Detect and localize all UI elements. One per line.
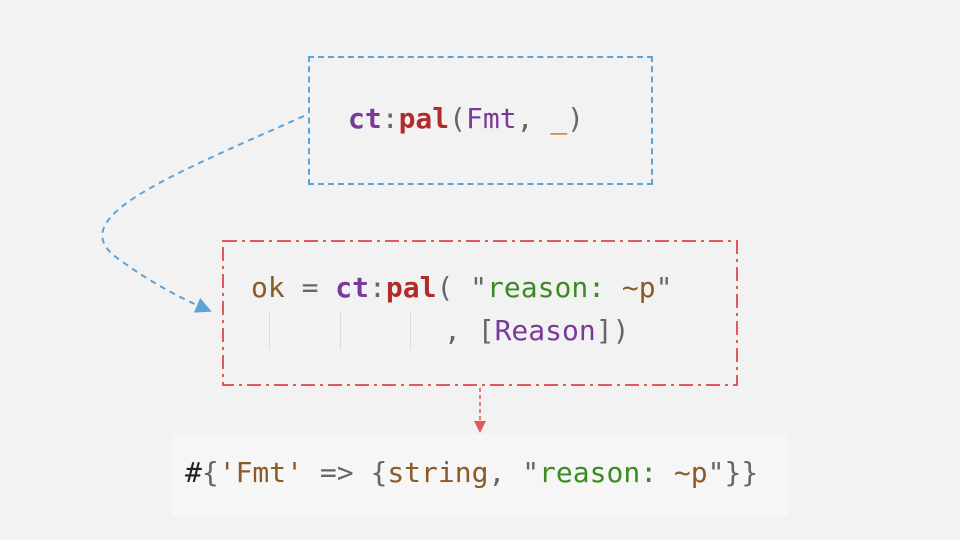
comma: ,: [516, 102, 551, 135]
close-paren: ): [567, 102, 585, 135]
ok-atom: ok: [251, 271, 285, 304]
quote: ": [522, 456, 540, 489]
brace-close: }: [741, 456, 759, 489]
reason-variable: Reason: [494, 314, 596, 347]
pattern-code: ct:pal(Fmt, _): [348, 105, 584, 133]
function-name: pal: [398, 102, 450, 135]
call-line-1: ok = ct:pal( "reason: ~p": [251, 274, 672, 302]
comma: ,: [488, 456, 523, 489]
brace-open: {: [201, 456, 219, 489]
result-code: #{'Fmt' => {string, "reason: ~p"}}: [185, 459, 758, 487]
fmt-variable: Fmt: [466, 102, 517, 135]
string-text: reason:: [539, 456, 674, 489]
module-name: ct: [348, 102, 382, 135]
module-name: ct: [335, 271, 370, 304]
quote: ": [470, 271, 488, 304]
comma: ,: [444, 314, 478, 347]
call-line-2: , [Reason]): [444, 317, 629, 345]
quote: ": [655, 271, 673, 304]
bracket-close: ]: [595, 314, 613, 347]
hash: #: [185, 456, 202, 489]
wildcard: _: [550, 102, 568, 135]
equals: =: [284, 271, 336, 304]
format-directive: ~p: [673, 456, 708, 489]
quote: ": [707, 456, 725, 489]
call-box: ok = ct:pal( "reason: ~p" , [Reason]): [222, 240, 738, 386]
pattern-box: ct:pal(Fmt, _): [308, 56, 653, 185]
colon: :: [381, 102, 399, 135]
tuple-open: {: [370, 456, 388, 489]
string-atom: string: [387, 456, 489, 489]
arrow: =>: [303, 456, 371, 489]
colon: :: [369, 271, 386, 304]
open-paren: (: [436, 271, 471, 304]
tuple-close: }: [724, 456, 742, 489]
fmt-key: 'Fmt': [218, 456, 304, 489]
binding-arrow: [101, 115, 305, 313]
result-box: #{'Fmt' => {string, "reason: ~p"}}: [172, 434, 788, 516]
indent-guide: [410, 312, 411, 350]
open-paren: (: [449, 102, 467, 135]
function-name: pal: [385, 271, 437, 304]
close-paren: ): [612, 314, 630, 347]
string-text: reason:: [487, 271, 622, 304]
format-directive: ~p: [621, 271, 656, 304]
bracket-open: [: [477, 314, 495, 347]
indent-guide: [269, 312, 270, 350]
call-box-border: [222, 240, 738, 386]
indent-guide: [340, 312, 341, 350]
